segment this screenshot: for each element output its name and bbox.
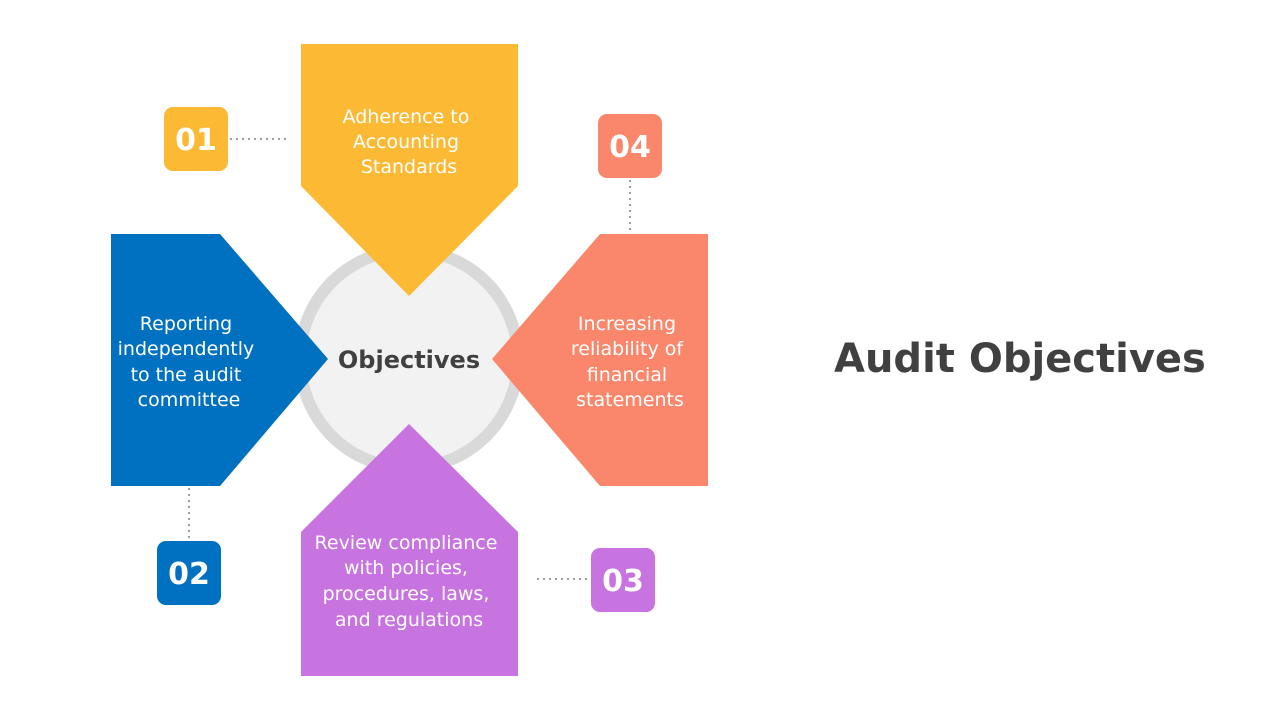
objective-shape-04: [492, 234, 708, 486]
center-label: Objectives: [338, 346, 480, 374]
objective-label-04: Increasing reliability of financial stat…: [571, 313, 689, 411]
slide-title: Audit Objectives: [834, 336, 1206, 382]
number-badge-03: 03: [591, 548, 655, 612]
objective-label-01: Adherence to Accounting Standards: [343, 106, 476, 178]
svg-text:01: 01: [175, 123, 217, 158]
objective-label-03: Review compliance with policies, procedu…: [315, 532, 504, 631]
objective-shape-02: [111, 234, 328, 486]
objective-shape-03: [301, 424, 518, 676]
number-badge-01: 01: [164, 107, 228, 171]
svg-text:04: 04: [609, 130, 651, 165]
number-badge-02: 02: [157, 541, 221, 605]
number-badge-04: 04: [598, 114, 662, 178]
objective-shape-01: [301, 44, 518, 296]
objective-label-02: Reporting independently to the audit com…: [118, 313, 261, 411]
svg-text:03: 03: [602, 564, 644, 599]
svg-text:02: 02: [168, 557, 210, 592]
